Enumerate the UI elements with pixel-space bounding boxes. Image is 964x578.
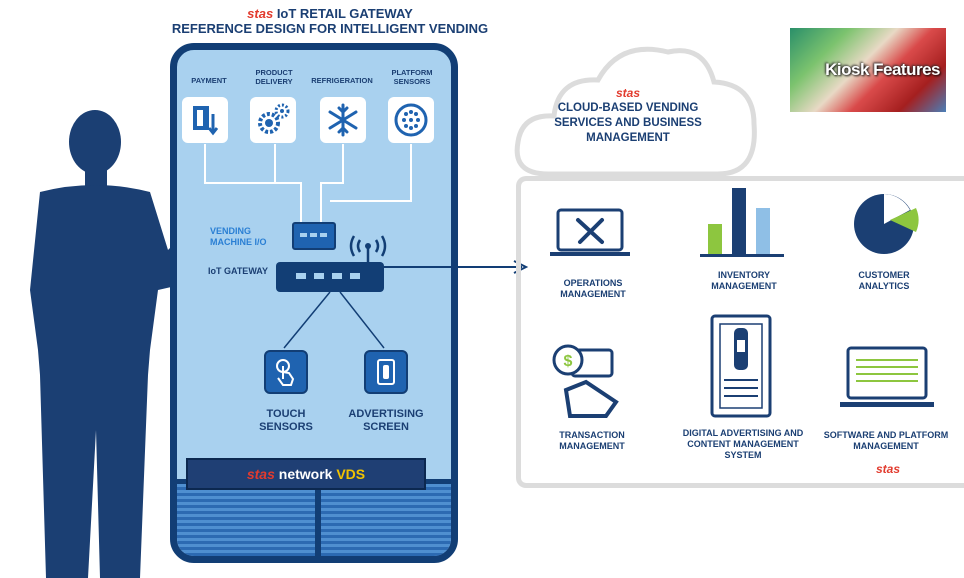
module-label-platform-sensors: PLATFORM SENSORS bbox=[391, 68, 433, 86]
network-banner-text: network bbox=[278, 466, 333, 482]
diagram-title: stas IoT RETAIL GATEWAY REFERENCE DESIGN… bbox=[120, 6, 540, 36]
network-banner-vds: VDS bbox=[336, 466, 366, 482]
tools-laptop-icon bbox=[550, 208, 630, 256]
laptop-icon bbox=[840, 346, 934, 407]
header-line-1: IoT RETAIL GATEWAY bbox=[276, 6, 413, 21]
module-label-product-delivery: PRODUCT DELIVERY bbox=[255, 68, 293, 86]
io-module-icon bbox=[292, 222, 336, 250]
snowflake-icon bbox=[320, 97, 366, 143]
svg-text:$: $ bbox=[564, 353, 573, 370]
footer-brand-logo: stas bbox=[875, 462, 901, 476]
wireless-signal-icon bbox=[349, 235, 387, 262]
cloud-brand-logo: stas bbox=[615, 86, 641, 100]
service-label-customer-analytics: CUSTOMER ANALYTICS bbox=[858, 270, 910, 291]
advertising-screen-label: ADVERTISING SCREEN bbox=[348, 408, 424, 433]
vending-io-label: VENDING MACHINE I/O bbox=[210, 226, 267, 247]
gateway-to-cloud-arrow bbox=[384, 260, 529, 274]
gateway-connectors bbox=[283, 292, 385, 349]
cloud-title-text: CLOUD-BASED VENDING SERVICES AND BUSINES… bbox=[554, 102, 702, 144]
service-label-software-platform: SOFTWARE AND PLATFORM MANAGEMENT bbox=[823, 430, 949, 451]
service-label-inventory: INVENTORY MANAGEMENT bbox=[711, 270, 777, 291]
network-banner: stas network VDS bbox=[186, 458, 426, 490]
network-banner-brand: stas bbox=[246, 466, 275, 482]
header-line-2: REFERENCE DESIGN FOR INTELLIGENT VENDING bbox=[171, 21, 489, 36]
service-label-operations: OPERATIONS MANAGEMENT bbox=[560, 278, 626, 299]
pie-chart-icon bbox=[854, 194, 919, 254]
sensor-grid-icon bbox=[388, 97, 434, 143]
advertising-screen-icon bbox=[364, 350, 408, 394]
bottle-tablet-icon bbox=[710, 314, 772, 418]
gears-icon bbox=[250, 97, 296, 143]
iot-gateway-label: IoT GATEWAY bbox=[207, 266, 268, 276]
bar-chart-icon bbox=[700, 188, 784, 257]
person-silhouette bbox=[30, 110, 212, 578]
iot-gateway-router-icon bbox=[276, 262, 384, 294]
module-label-payment: PAYMENT bbox=[191, 76, 227, 85]
service-label-transaction: TRANSACTION MANAGEMENT bbox=[559, 430, 625, 451]
touch-sensors-label: TOUCH SENSORS bbox=[259, 408, 313, 433]
kiosk-features-label: Kiosk Features bbox=[825, 60, 940, 79]
service-label-digital-advertising: DIGITAL ADVERTISING AND CONTENT MANAGEME… bbox=[682, 428, 804, 460]
touch-sensor-icon bbox=[264, 350, 308, 394]
kiosk-features-button[interactable]: Kiosk Features bbox=[790, 28, 946, 112]
header-brand-logo: stas bbox=[247, 6, 274, 21]
dollar-hand-icon: $ bbox=[552, 344, 619, 418]
payment-card-icon bbox=[182, 97, 228, 143]
cloud-services-panel bbox=[516, 176, 964, 488]
machine-vent bbox=[177, 479, 451, 556]
cloud-title: stas CLOUD-BASED VENDING SERVICES AND BU… bbox=[528, 86, 728, 146]
cloud-outline bbox=[514, 46, 757, 177]
module-label-refrigeration: REFRIGERATION bbox=[311, 76, 373, 85]
